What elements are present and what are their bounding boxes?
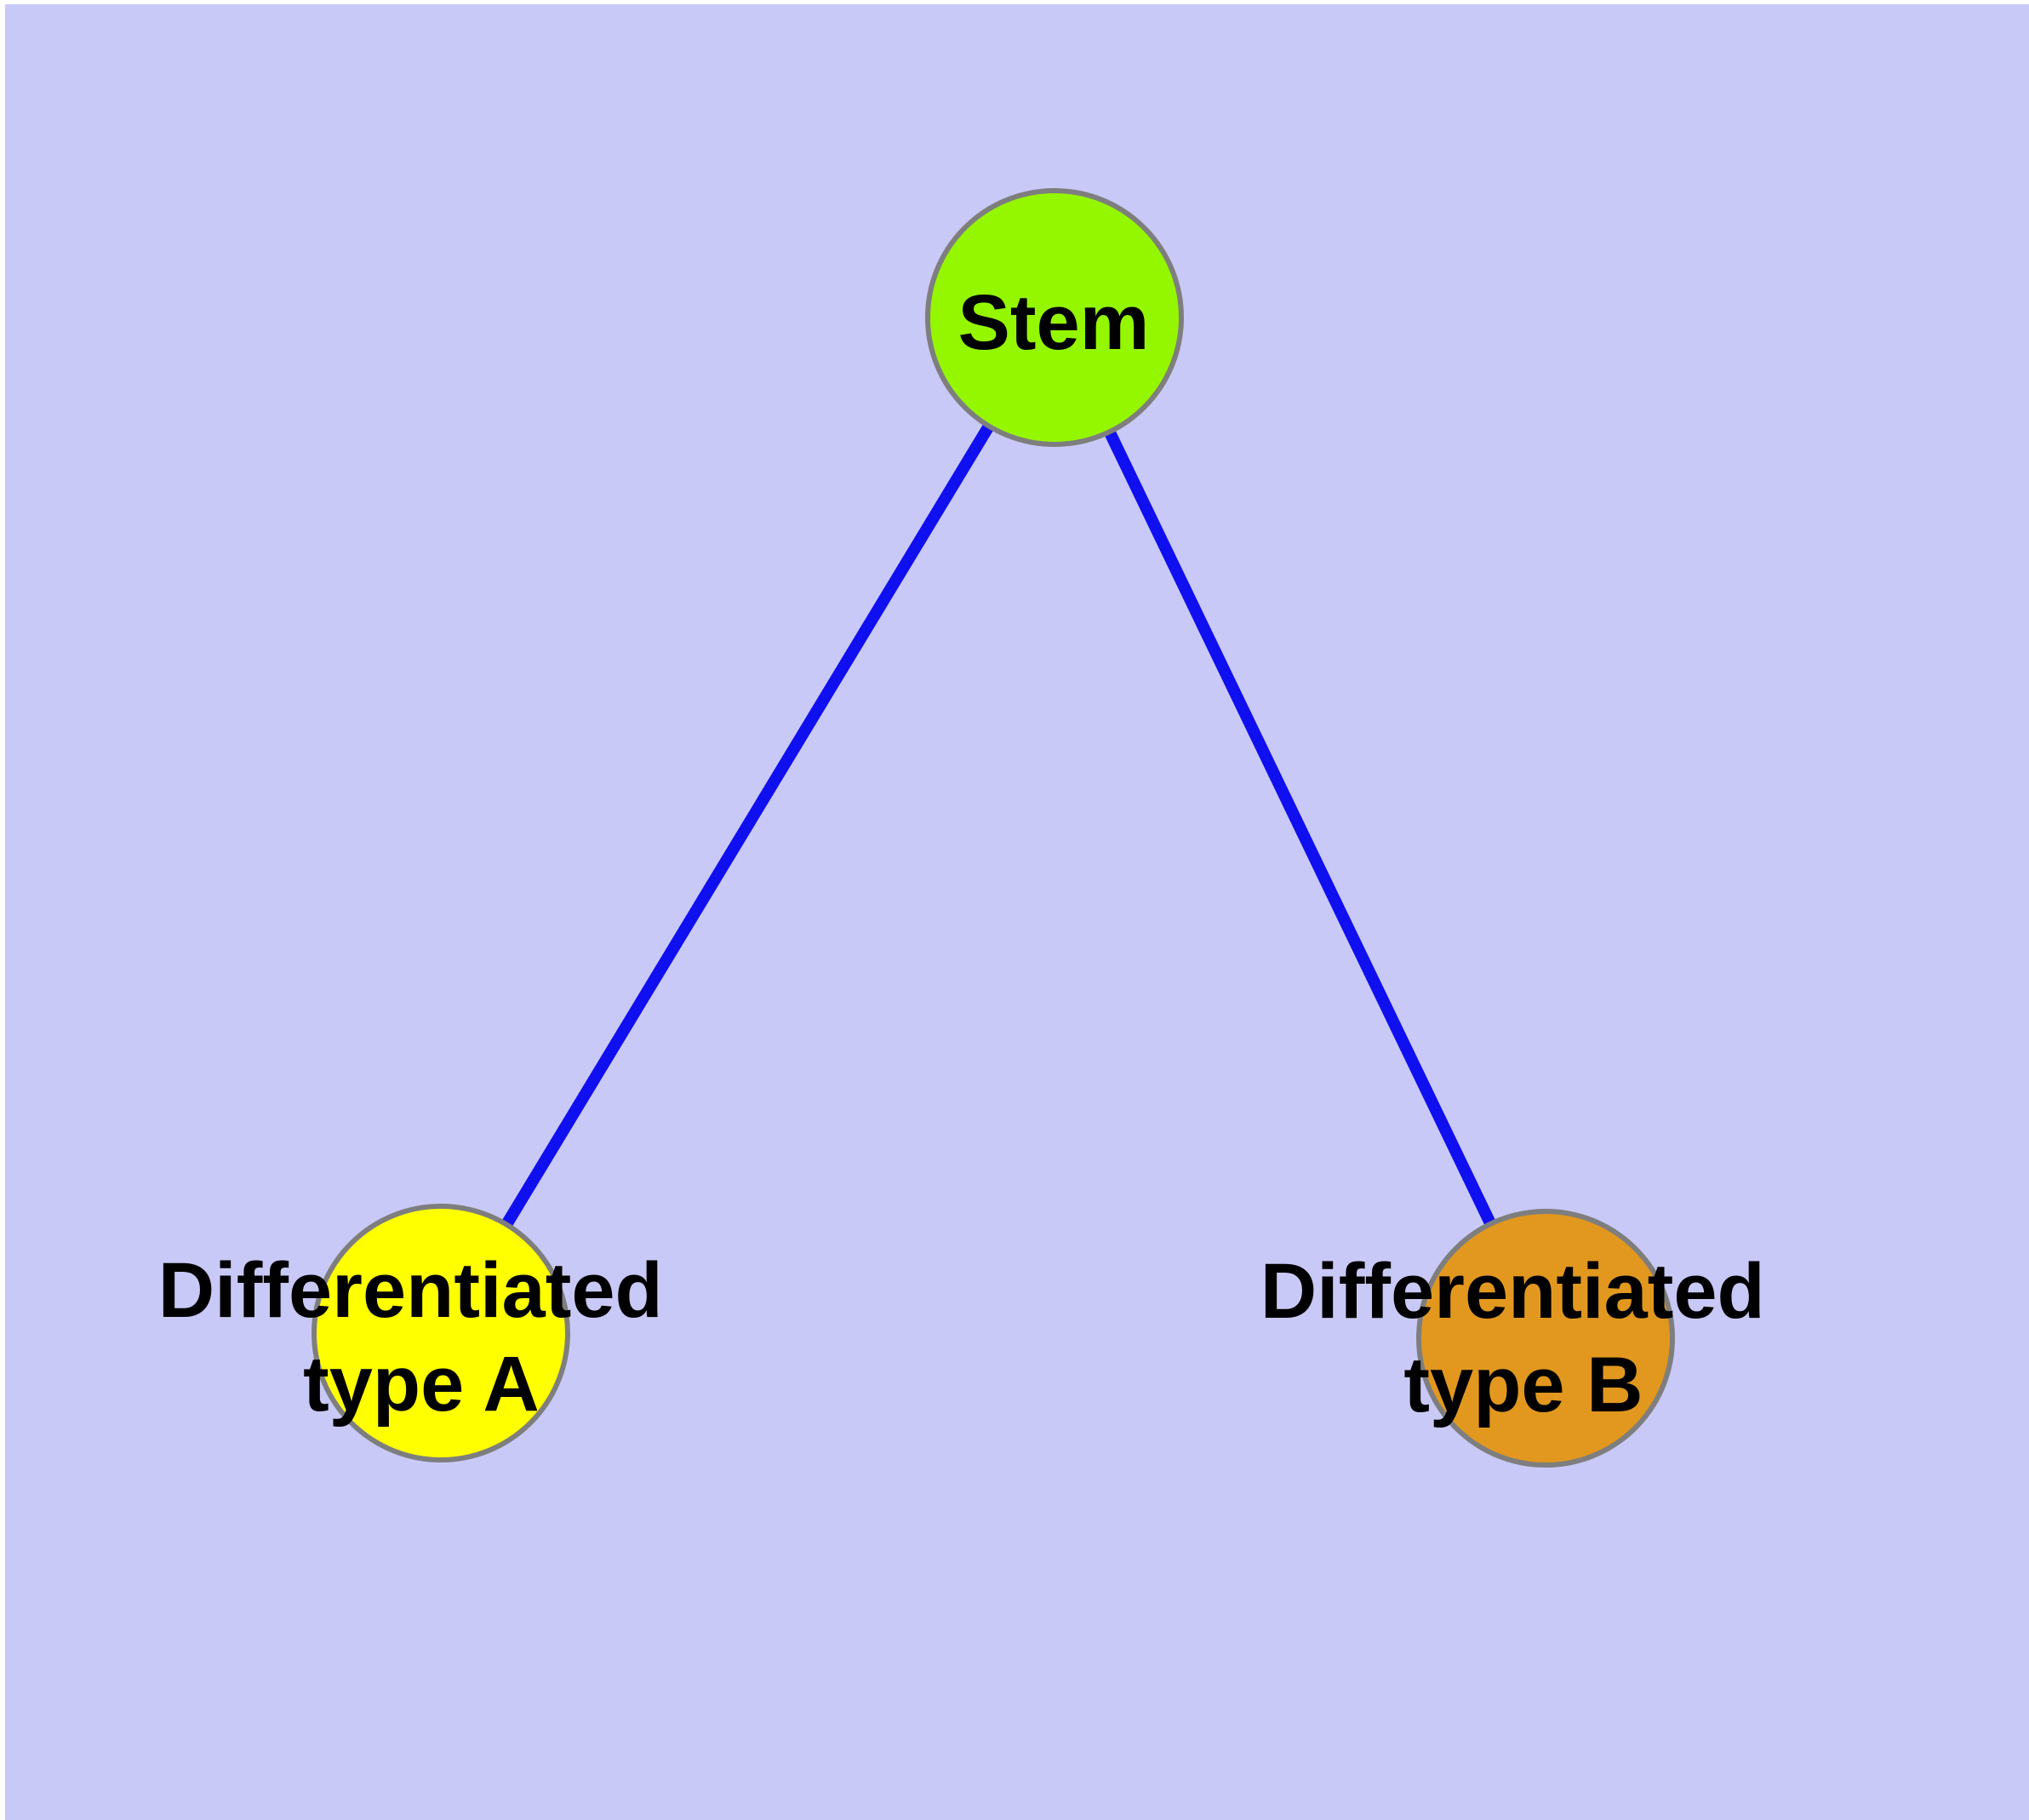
edge-stem-to-type-b bbox=[1049, 314, 1552, 1342]
node-label-differentiated-type-b-line1: Differentiated bbox=[1260, 1248, 1765, 1335]
node-label-differentiated-type-a: Differentiated type A bbox=[158, 1247, 685, 1428]
node-label-differentiated-type-b-line2: type B bbox=[1403, 1342, 1643, 1428]
node-label-differentiated-type-a-line1: Differentiated bbox=[158, 1247, 663, 1334]
node-label-differentiated-type-b: Differentiated type B bbox=[1260, 1248, 1787, 1428]
node-stem bbox=[925, 188, 1184, 447]
node-differentiated-type-a bbox=[311, 1204, 570, 1462]
node-label-stem: Stem bbox=[958, 279, 1150, 366]
edge-stem-to-type-a bbox=[436, 314, 1060, 1336]
node-differentiated-type-b bbox=[1416, 1209, 1675, 1468]
node-label-differentiated-type-a-line2: type A bbox=[303, 1341, 540, 1428]
